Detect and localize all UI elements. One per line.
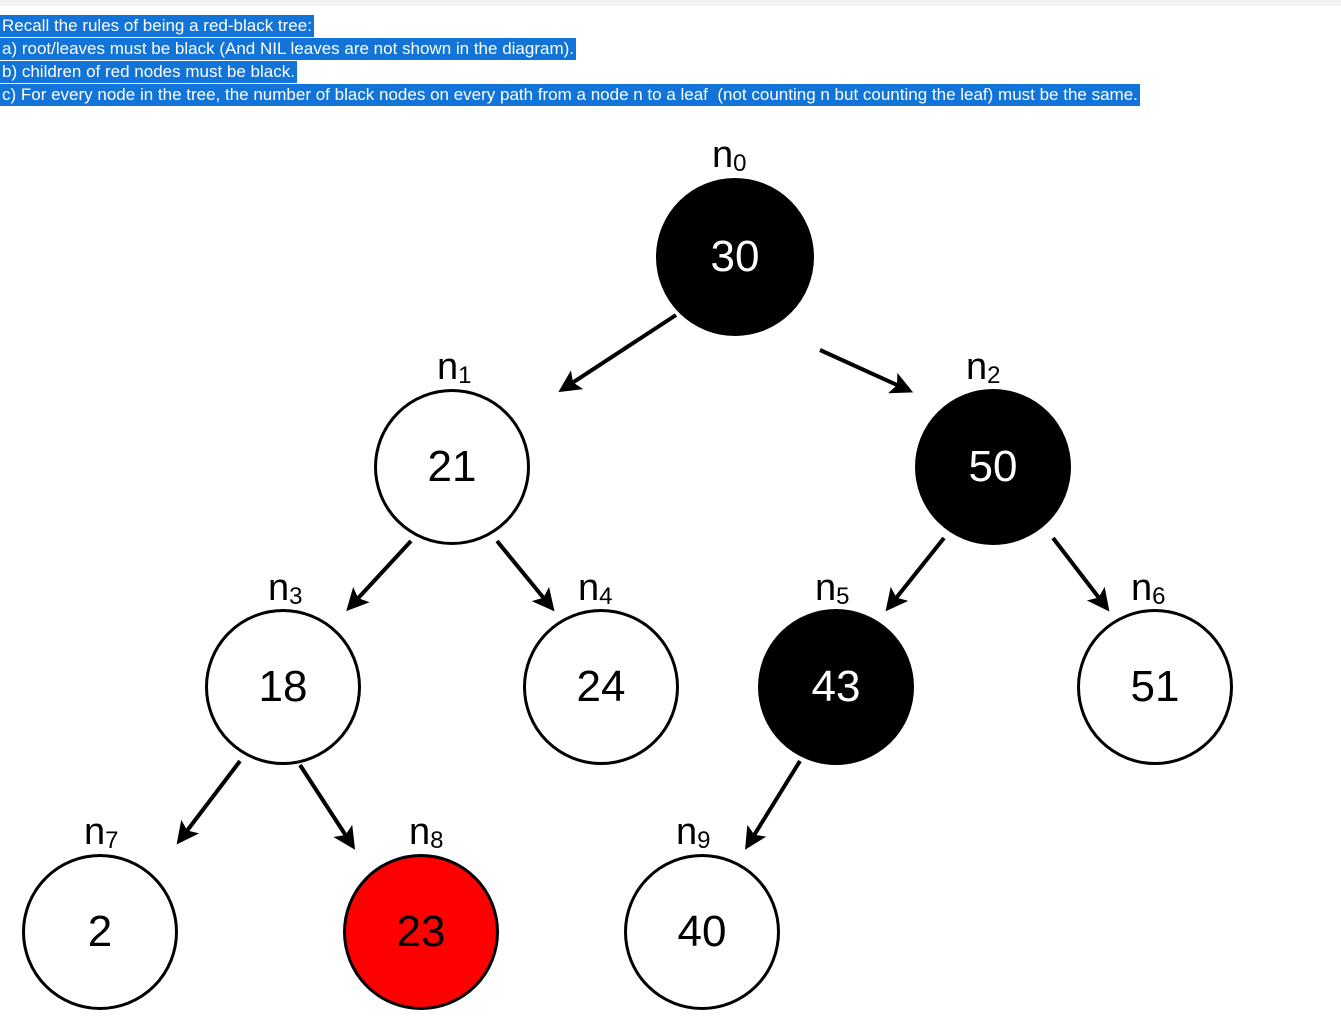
node-label-base-n6: n (1131, 567, 1153, 609)
node-label-index-n1: 1 (458, 362, 472, 389)
node-label-base-n8: n (409, 811, 431, 853)
node-label-index-n0: 0 (733, 150, 747, 177)
node-label-base-n5: n (815, 567, 837, 609)
rules-heading-line: Recall the rules of being a red-black tr… (0, 14, 1341, 37)
node-label-n5: n5 (815, 567, 850, 610)
tree-edge-n3-n7 (176, 759, 242, 845)
tree-node-n2: 50 (915, 389, 1071, 545)
node-label-index-n6: 6 (1152, 583, 1166, 610)
tree-node-value-n2: 50 (968, 442, 1018, 491)
node-label-n2: n2 (966, 346, 1001, 389)
rule-line-b: b) children of red nodes must be black. (0, 60, 1341, 83)
node-label-index-n9: 9 (697, 827, 711, 854)
node-label-n3: n3 (268, 567, 303, 610)
node-label-base-n9: n (676, 811, 698, 853)
node-label-index-n8: 8 (430, 827, 444, 854)
tree-node-value-n4: 24 (576, 662, 626, 711)
rules-heading: Recall the rules of being a red-black tr… (0, 15, 314, 37)
tree-node-value-n9: 40 (677, 907, 727, 956)
tree-edge-n1-n4 (495, 539, 555, 612)
tree-node-n1: 21 (374, 389, 530, 545)
tree-node-n0: 30 (656, 178, 814, 336)
top-gray-strip (0, 0, 1341, 6)
rule-b-text: b) children of red nodes must be black. (0, 61, 297, 83)
rule-line-c: c) For every node in the tree, the numbe… (0, 83, 1341, 106)
node-label-base-n0: n (712, 134, 734, 176)
tree-node-value-n6: 51 (1130, 662, 1180, 711)
node-label-base-n4: n (578, 567, 600, 609)
node-label-n0: n0 (712, 134, 747, 177)
node-label-n1: n1 (437, 346, 472, 389)
tree-edge-n0-n2 (819, 348, 914, 394)
tree-node-value-n7: 2 (87, 907, 113, 956)
tree-node-n7: 2 (22, 854, 178, 1010)
rule-a-text: a) root/leaves must be black (And NIL le… (0, 38, 576, 60)
node-label-n8: n8 (409, 811, 444, 854)
tree-node-n5: 43 (758, 609, 914, 765)
node-label-index-n3: 3 (289, 583, 303, 610)
node-label-index-n5: 5 (836, 583, 850, 610)
tree-edge-n2-n5 (885, 536, 946, 612)
rules-text-block: Recall the rules of being a red-black tr… (0, 14, 1341, 106)
node-label-n9: n9 (676, 811, 711, 854)
node-label-base-n3: n (268, 567, 290, 609)
node-label-base-n1: n (437, 346, 459, 388)
tree-node-value-n5: 43 (811, 662, 861, 711)
tree-node-n9: 40 (624, 854, 780, 1010)
node-label-n7: n7 (84, 811, 119, 854)
node-label-n4: n4 (578, 567, 613, 610)
node-label-index-n2: 2 (987, 362, 1001, 389)
tree-node-n6: 51 (1077, 609, 1233, 765)
node-label-base-n2: n (966, 346, 988, 388)
tree-edge-n0-n1 (558, 313, 678, 393)
tree-edge-n1-n3 (346, 539, 413, 612)
tree-node-n8: 23 (343, 854, 499, 1010)
node-label-index-n4: 4 (599, 583, 613, 610)
rule-line-a: a) root/leaves must be black (And NIL le… (0, 37, 1341, 60)
tree-edge-n3-n8 (298, 763, 356, 850)
tree-node-value-n3: 18 (258, 662, 308, 711)
node-label-base-n7: n (84, 811, 106, 853)
tree-node-n3: 18 (205, 609, 361, 765)
tree-node-value-n0: 30 (710, 232, 760, 281)
tree-node-value-n1: 21 (427, 442, 477, 491)
rule-c-text: c) For every node in the tree, the numbe… (0, 84, 1140, 106)
node-label-index-n7: 7 (105, 827, 119, 854)
tree-node-value-n8: 23 (396, 907, 446, 956)
node-label-n6: n6 (1131, 567, 1166, 610)
tree-edge-n2-n6 (1051, 536, 1110, 612)
tree-node-n4: 24 (523, 609, 679, 765)
tree-edge-n5-n9 (745, 759, 802, 850)
